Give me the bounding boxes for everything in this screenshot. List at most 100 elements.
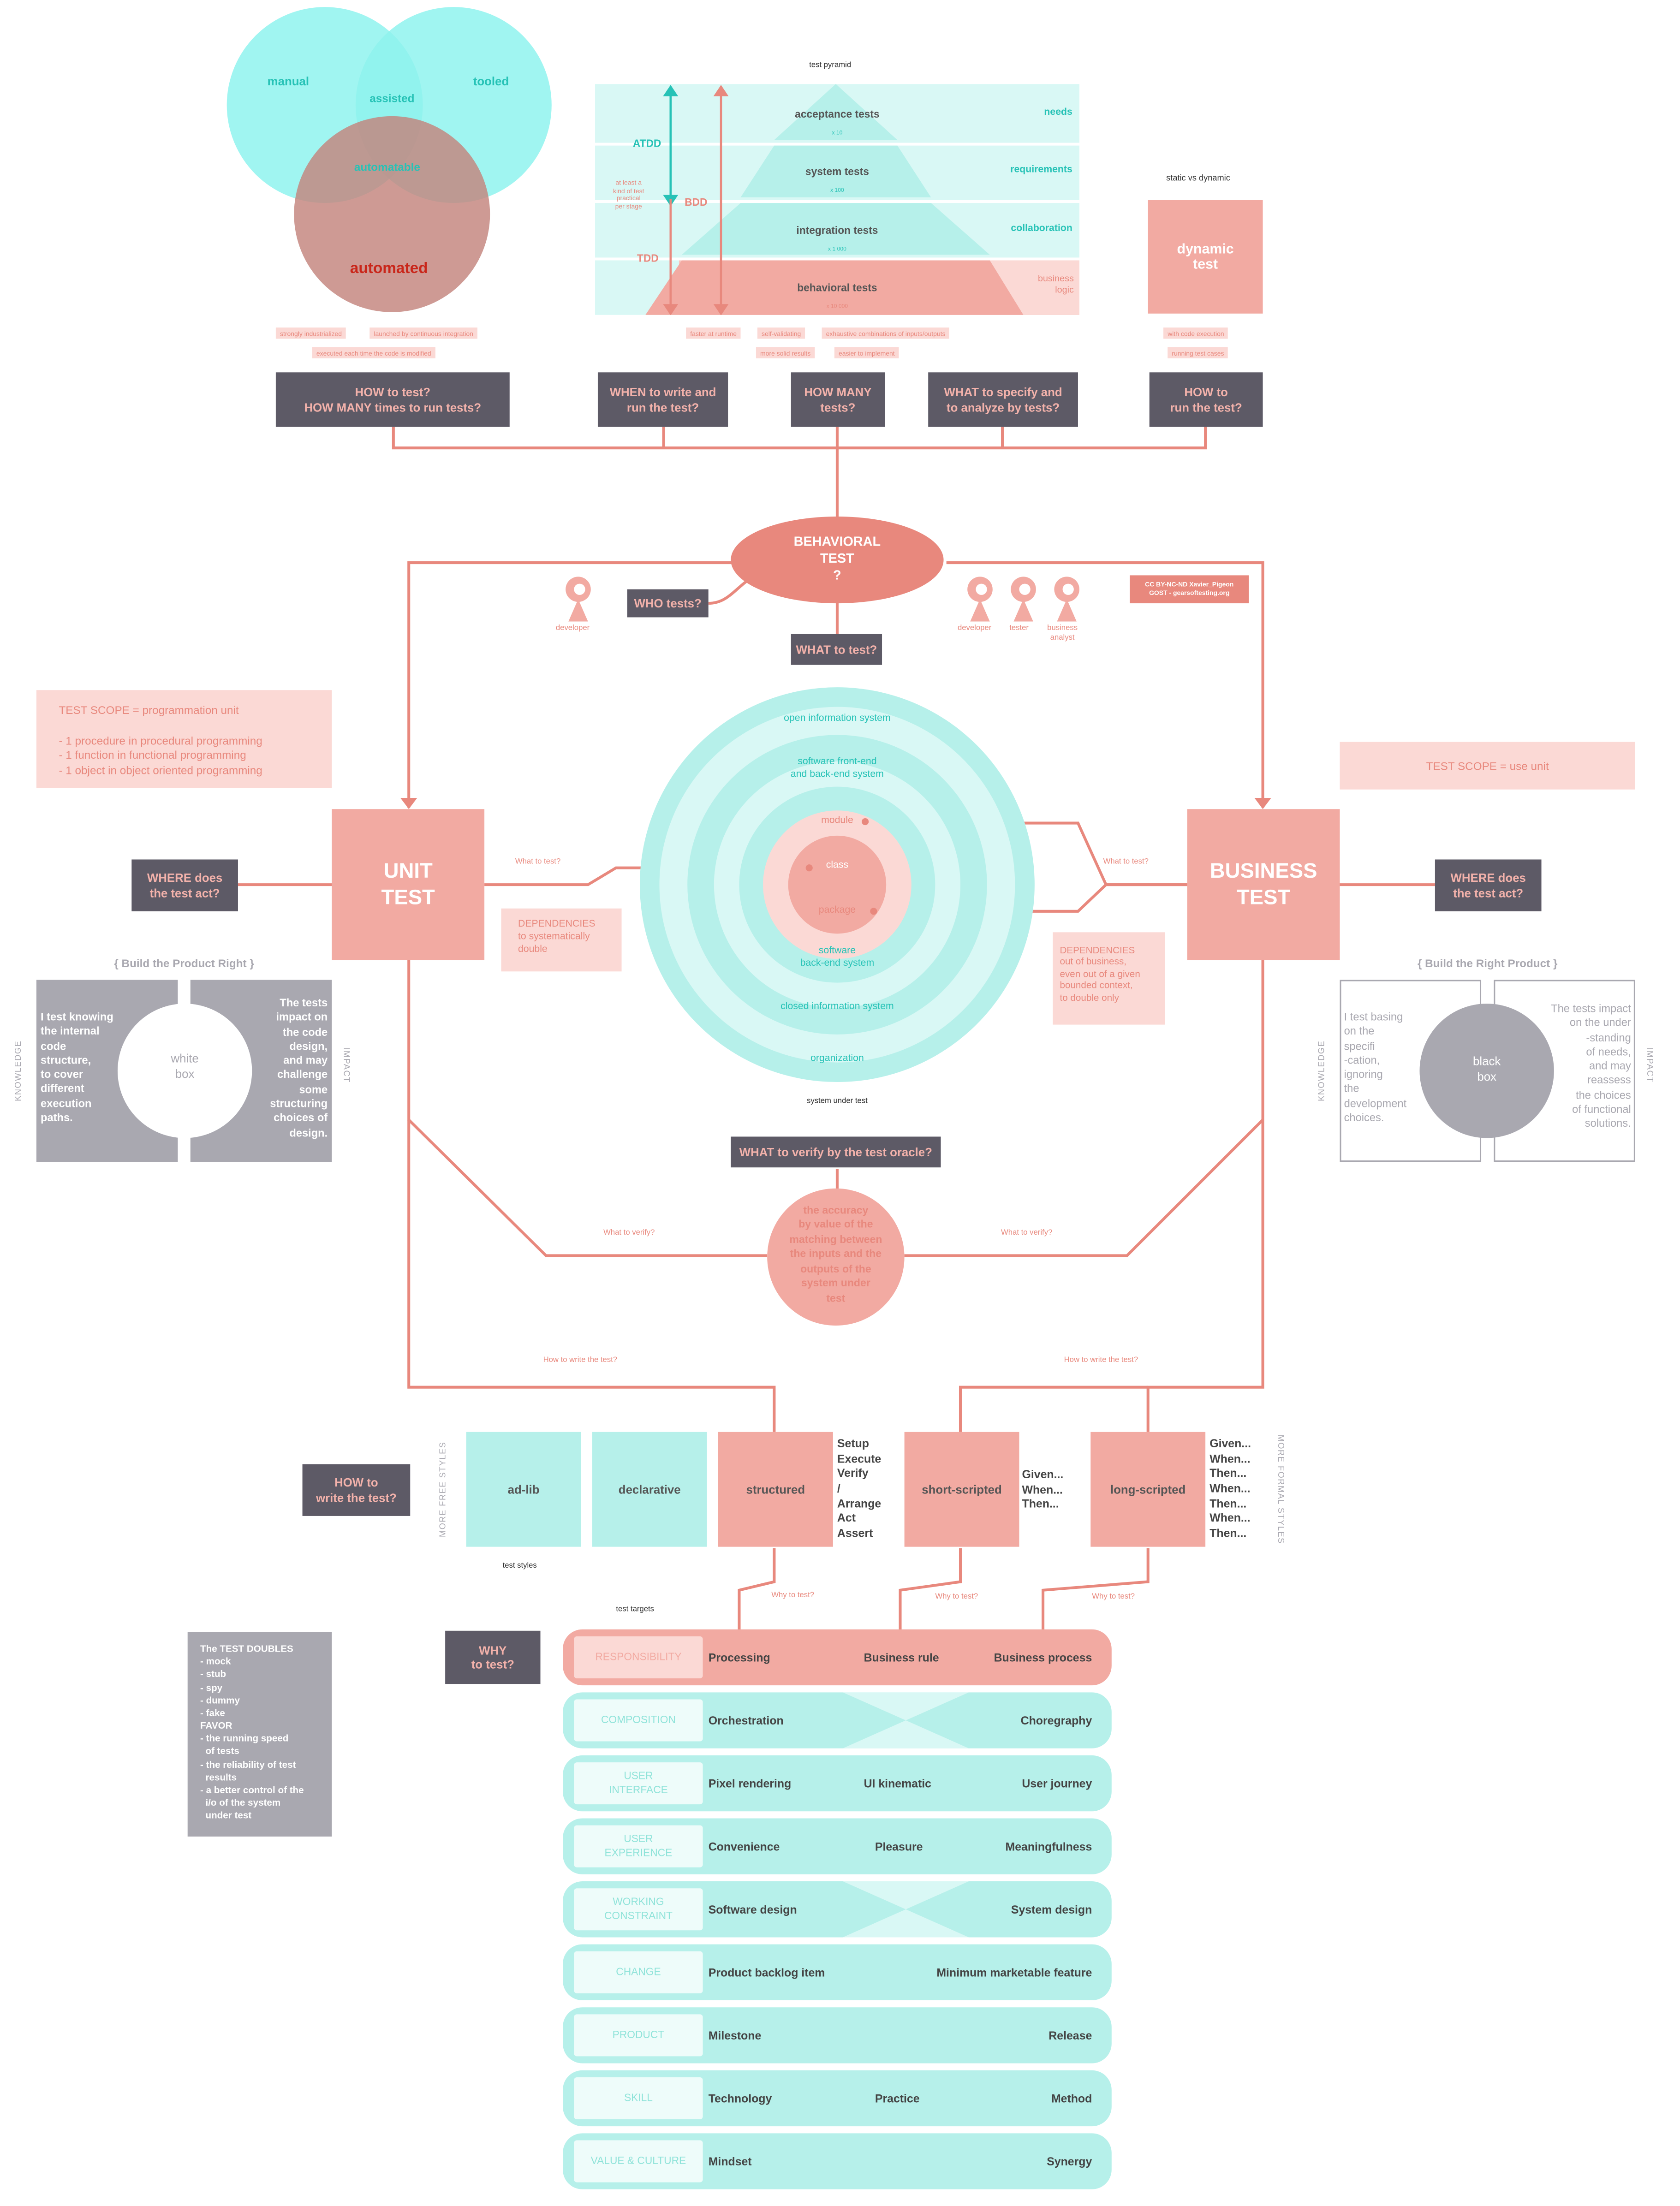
- why-to-test-label: Why to test?: [935, 1593, 978, 1602]
- ring-module: module: [821, 816, 853, 826]
- target-category: WORKING CONSTRAINT: [574, 1888, 703, 1931]
- question-what-specify[interactable]: WHAT to specify and to analyze by tests?: [928, 372, 1078, 427]
- question-verify[interactable]: WHAT to verify by the test oracle?: [731, 1136, 941, 1168]
- actor-label: developer: [957, 624, 992, 633]
- target-row: USER INTERFACE Pixel rendering UI kinema…: [563, 1755, 1112, 1812]
- dynamic-chip: running test cases: [1168, 347, 1228, 358]
- left-how-to-write: How to write the test?: [543, 1356, 618, 1365]
- target-row: USER EXPERIENCE Convenience Pleasure Mea…: [563, 1818, 1112, 1874]
- business-what-to-test: What to test?: [1103, 858, 1149, 867]
- venn-chip: executed each time the code is modified: [312, 347, 435, 358]
- unit-test-node[interactable]: UNIT TEST: [332, 809, 485, 961]
- target-row: RESPONSIBILITY Processing Business rule …: [563, 1629, 1112, 1686]
- venn-tooled: tooled: [473, 74, 509, 89]
- question-where-left[interactable]: WHERE does the test act?: [131, 859, 238, 911]
- question-how-many[interactable]: HOW MANY tests?: [791, 372, 885, 427]
- right-how-to-write: How to write the test?: [1064, 1356, 1138, 1365]
- unit-dependencies: DEPENDENCIES to systematically double: [501, 908, 622, 972]
- atdd-label: ATDD: [632, 137, 661, 150]
- target-row: VALUE & CULTURE Mindset Synergy: [563, 2133, 1112, 2189]
- pyramid-level-side: business logic: [1037, 274, 1074, 296]
- unit-impact-text: The tests impact on the code design, and…: [270, 996, 328, 1139]
- target-row: PRODUCT Milestone Release: [563, 2007, 1112, 2063]
- target-item: Method: [1051, 2092, 1092, 2105]
- targets-caption: test targets: [616, 1605, 655, 1614]
- question-how-write[interactable]: HOW to write the test?: [302, 1464, 411, 1516]
- short-scripted-steps: Given... When... Then...: [1022, 1468, 1064, 1511]
- style-ad-lib[interactable]: ad-lib: [466, 1432, 581, 1547]
- target-category: COMPOSITION: [574, 1699, 703, 1742]
- target-category: SKILL: [574, 2077, 703, 2119]
- actor-label: tester: [1009, 624, 1029, 633]
- left-what-to-verify: What to verify?: [603, 1229, 655, 1237]
- actor-label: business analyst: [1047, 624, 1078, 643]
- target-category: USER EXPERIENCE: [574, 1825, 703, 1867]
- build-right-product: { Build the Right Product }: [1417, 957, 1558, 970]
- question-how-run[interactable]: HOW to run the test?: [1149, 372, 1263, 427]
- pyramid-title: test pyramid: [809, 61, 852, 70]
- style-declarative[interactable]: declarative: [592, 1432, 707, 1547]
- white-box-label: white box: [171, 1051, 199, 1081]
- long-scripted-steps: Given... When... Then... When... Then...…: [1209, 1437, 1251, 1540]
- target-item: Mindset: [708, 2155, 752, 2168]
- question-what[interactable]: WHAT to test?: [791, 634, 882, 665]
- business-knowledge-text: I test basing on the specifi -cation, ig…: [1344, 1011, 1407, 1124]
- pyramid-level-side: needs: [1044, 107, 1072, 118]
- question-when[interactable]: WHEN to write and run the test?: [597, 372, 728, 427]
- oracle-circle: [767, 1188, 905, 1326]
- unit-what-to-test: What to test?: [515, 858, 561, 867]
- target-row: COMPOSITION Orchestration Choregraphy: [563, 1692, 1112, 1748]
- target-row: WORKING CONSTRAINT Software design Syste…: [563, 1881, 1112, 1938]
- target-item: Convenience: [708, 1840, 780, 1853]
- pyramid-chip: self-validating: [757, 327, 805, 339]
- target-row: CHANGE Product backlog item Minimum mark…: [563, 1944, 1112, 2001]
- target-item: Pleasure: [875, 1840, 923, 1853]
- target-category: CHANGE: [574, 1951, 703, 1993]
- question-how-to-test[interactable]: HOW to test? HOW MANY times to run tests…: [275, 372, 510, 427]
- target-item: User journey: [1022, 1777, 1092, 1790]
- question-why[interactable]: WHY to test?: [445, 1630, 541, 1684]
- pyramid-level-side: collaboration: [1011, 224, 1072, 234]
- black-box-label: black box: [1473, 1054, 1501, 1084]
- style-short-scripted[interactable]: short-scripted: [904, 1432, 1019, 1547]
- target-item: Milestone: [708, 2029, 762, 2042]
- pyramid-chip: easier to implement: [834, 347, 899, 358]
- test-pyramid: [595, 84, 1079, 315]
- right-what-to-verify: What to verify?: [1001, 1229, 1053, 1237]
- business-test-node[interactable]: BUSINESS TEST: [1187, 809, 1340, 961]
- pyramid-level-count: x 10 000: [826, 302, 848, 309]
- target-item: Synergy: [1047, 2155, 1092, 2168]
- target-item: Release: [1049, 2029, 1092, 2042]
- venn-assisted: assisted: [369, 92, 415, 105]
- ring-package: package: [818, 905, 856, 916]
- target-item: Technology: [708, 2092, 772, 2105]
- black-box-circle: [1419, 1004, 1554, 1138]
- tester-icon: [1011, 577, 1036, 622]
- pyramid-level-name: system tests: [805, 165, 869, 178]
- target-row: SKILL Technology Practice Method: [563, 2070, 1112, 2127]
- use-scope-box: TEST SCOPE = use unit: [1340, 742, 1635, 790]
- impact-axis-right: IMPACT: [1644, 1047, 1653, 1083]
- venn-automatable: automatable: [354, 161, 420, 174]
- behavioral-test-node[interactable]: BEHAVIORAL TEST ?: [731, 516, 944, 604]
- style-structured[interactable]: structured: [718, 1432, 833, 1547]
- ring-closed-is: closed information system: [780, 1002, 894, 1012]
- unit-knowledge-text: I test knowing the internal code structu…: [41, 1011, 113, 1124]
- question-where-right[interactable]: WHERE does the test act?: [1435, 859, 1542, 911]
- business-dependencies: DEPENDENCIES out of business, even out o…: [1053, 932, 1165, 1025]
- style-long-scripted[interactable]: long-scripted: [1090, 1432, 1206, 1547]
- target-item: Practice: [875, 2092, 920, 2105]
- white-box-circle: [117, 1004, 252, 1138]
- target-category: VALUE & CULTURE: [574, 2140, 703, 2182]
- dynamic-test-box: dynamic test: [1148, 200, 1263, 314]
- unit-scope-box: TEST SCOPE = programmation unit - 1 proc…: [36, 690, 332, 788]
- ring-software-front-back: software front-end and back-end system: [790, 757, 884, 780]
- dynamic-chip: with code execution: [1163, 327, 1228, 339]
- question-who[interactable]: WHO tests?: [627, 589, 709, 618]
- target-category: PRODUCT: [574, 2014, 703, 2057]
- pyramid-level-name: behavioral tests: [797, 281, 877, 294]
- ring-class: class: [826, 861, 849, 871]
- styles-caption: test styles: [502, 1562, 537, 1571]
- venn-diagram: [226, 7, 552, 312]
